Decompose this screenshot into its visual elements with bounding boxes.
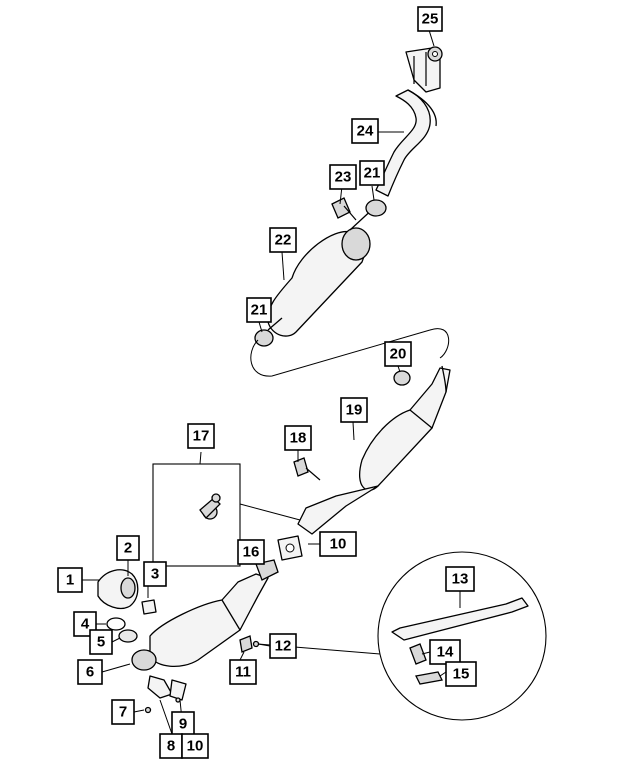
svg-text:4: 4 bbox=[81, 616, 90, 633]
callout-18: 18 bbox=[284, 425, 312, 451]
flange-gasket bbox=[277, 535, 303, 561]
callout-9: 9 bbox=[171, 711, 195, 737]
svg-text:19: 19 bbox=[346, 402, 363, 419]
svg-text:9: 9 bbox=[179, 716, 187, 733]
detail-circle-sensor-tube bbox=[257, 551, 547, 721]
detail-box-sensor bbox=[152, 463, 301, 567]
turbo-outlet-pipe bbox=[97, 569, 139, 610]
resonator-pipe bbox=[297, 365, 451, 535]
callout-22: 22 bbox=[269, 227, 297, 253]
svg-text:6: 6 bbox=[86, 664, 94, 681]
svg-text:23: 23 bbox=[335, 169, 352, 186]
svg-text:20: 20 bbox=[390, 346, 407, 363]
svg-text:8: 8 bbox=[167, 738, 175, 755]
callout-21-upper: 21 bbox=[359, 160, 385, 186]
pipe-hanger-18 bbox=[293, 457, 321, 481]
callout-20: 20 bbox=[384, 341, 412, 367]
hanger-bracket bbox=[427, 46, 443, 62]
callout-10-upper: 10 bbox=[319, 531, 357, 557]
clamp-5 bbox=[118, 629, 138, 643]
svg-text:18: 18 bbox=[290, 430, 307, 447]
svg-text:10: 10 bbox=[187, 738, 204, 755]
callout-25: 25 bbox=[417, 6, 443, 32]
svg-text:11: 11 bbox=[235, 664, 251, 681]
callout-17: 17 bbox=[187, 423, 215, 449]
sensor-11-12 bbox=[239, 635, 260, 653]
gasket-4 bbox=[106, 617, 126, 631]
svg-text:21: 21 bbox=[364, 165, 381, 182]
svg-text:17: 17 bbox=[193, 428, 210, 445]
callout-15: 15 bbox=[445, 661, 477, 687]
svg-text:12: 12 bbox=[275, 638, 292, 655]
svg-text:15: 15 bbox=[453, 666, 470, 683]
catalytic-converter bbox=[131, 559, 279, 671]
svg-text:3: 3 bbox=[151, 566, 159, 583]
callout-19: 19 bbox=[340, 397, 368, 423]
callout-7: 7 bbox=[111, 699, 135, 725]
callout-14: 14 bbox=[429, 639, 461, 665]
svg-text:7: 7 bbox=[119, 704, 127, 721]
svg-text:22: 22 bbox=[275, 232, 292, 249]
gasket-3 bbox=[141, 599, 157, 615]
callout-21-lower: 21 bbox=[246, 297, 272, 323]
callout-11: 11 bbox=[229, 659, 257, 685]
svg-text:5: 5 bbox=[97, 634, 105, 651]
svg-text:21: 21 bbox=[251, 302, 268, 319]
exhaust-clamp bbox=[254, 199, 387, 347]
svg-text:13: 13 bbox=[452, 571, 469, 588]
callout-24: 24 bbox=[351, 118, 379, 144]
isolator-hanger bbox=[331, 197, 357, 221]
callout-6: 6 bbox=[77, 659, 103, 685]
bracket-8-9 bbox=[144, 675, 187, 721]
svg-text:10: 10 bbox=[330, 536, 347, 553]
callout-3: 3 bbox=[143, 561, 167, 587]
resonator-hanger bbox=[393, 370, 411, 386]
callout-16: 16 bbox=[237, 539, 265, 565]
svg-text:2: 2 bbox=[124, 540, 132, 557]
svg-text:16: 16 bbox=[243, 544, 260, 561]
callout-2: 2 bbox=[116, 535, 140, 561]
callout-8: 8 bbox=[159, 733, 183, 759]
leader-lines bbox=[82, 29, 461, 735]
callout-5: 5 bbox=[89, 629, 113, 655]
connector-line bbox=[250, 328, 450, 377]
svg-text:24: 24 bbox=[357, 123, 374, 140]
svg-text:14: 14 bbox=[437, 644, 454, 661]
svg-text:25: 25 bbox=[422, 11, 439, 28]
callout-23: 23 bbox=[329, 164, 357, 190]
muffler bbox=[267, 205, 377, 337]
callout-1: 1 bbox=[57, 567, 83, 593]
callout-12: 12 bbox=[269, 633, 297, 659]
callout-13: 13 bbox=[445, 566, 475, 592]
svg-text:1: 1 bbox=[66, 572, 74, 589]
tailpipe bbox=[375, 47, 441, 197]
callout-10-lower: 10 bbox=[181, 733, 209, 759]
